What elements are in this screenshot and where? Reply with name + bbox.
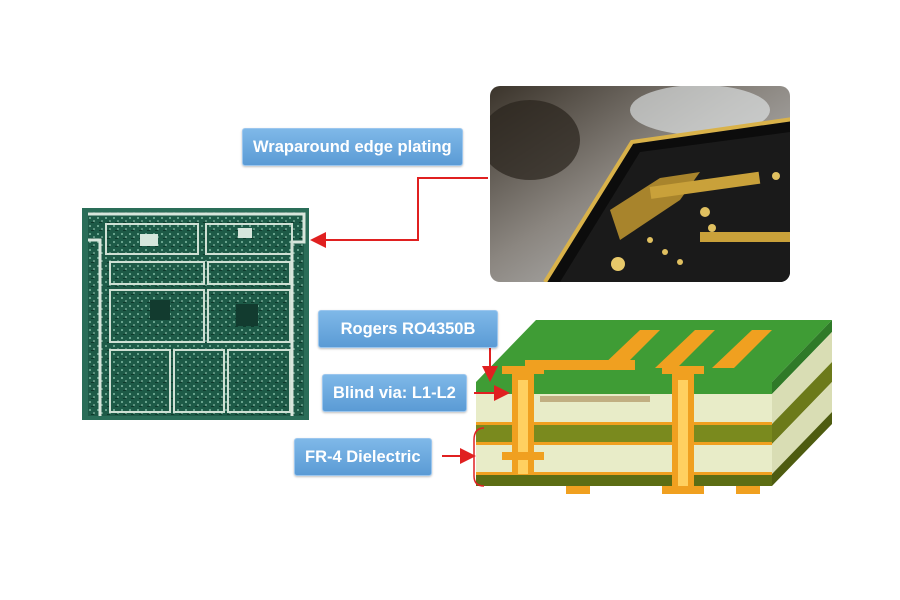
callout-edge-plating-text: Wraparound edge plating <box>253 137 452 156</box>
edge-plating-arrow <box>310 177 488 248</box>
fr4-bracket <box>473 427 485 487</box>
callout-blind-via-text: Blind via: L1-L2 <box>333 383 456 402</box>
callout-rogers: Rogers RO4350B <box>318 310 498 348</box>
callout-fr4-text: FR-4 Dielectric <box>305 447 421 466</box>
callout-edge-plating: Wraparound edge plating <box>242 128 463 166</box>
callout-rogers-text: Rogers RO4350B <box>340 319 476 338</box>
callout-blind-via: Blind via: L1-L2 <box>322 374 467 412</box>
callout-fr4: FR-4 Dielectric <box>294 438 432 476</box>
